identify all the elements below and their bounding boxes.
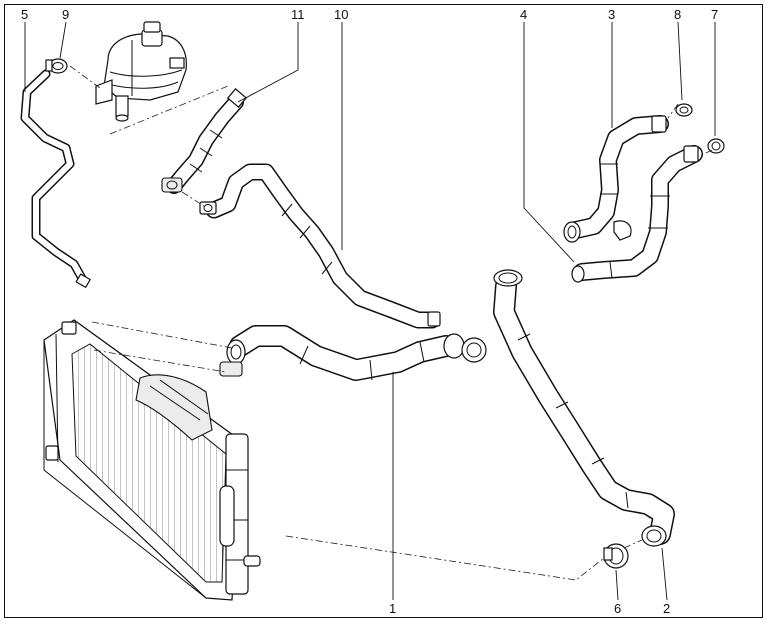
clamp-9 [45,58,68,74]
callout-5: 5 [21,7,28,22]
hose-3 [563,115,669,243]
clamp-7 [707,138,725,154]
clamp-8 [675,103,693,117]
leader-lines [24,21,716,601]
callout-10: 10 [334,7,348,22]
hose-1 [219,325,487,381]
hose-10 [199,163,441,329]
callout-7: 7 [711,7,718,22]
callout-11: 11 [291,7,305,22]
radiator [43,319,261,601]
expansion-tank [95,21,187,122]
callout-4: 4 [520,7,527,22]
clamp-6 [603,543,629,569]
callout-8: 8 [674,7,681,22]
callout-2: 2 [663,601,670,616]
assembly-lines [69,65,713,581]
callout-labels: 5 9 11 10 4 3 8 7 1 6 2 [21,7,718,616]
hose-11 [161,88,248,194]
callout-1: 1 [389,601,396,616]
callout-6: 6 [614,601,621,616]
hose-5 [20,69,92,289]
hose-4 [571,145,703,283]
callout-9: 9 [62,7,69,22]
callout-3: 3 [608,7,615,22]
hose-2 [493,269,675,547]
diagram-frame [4,4,763,618]
